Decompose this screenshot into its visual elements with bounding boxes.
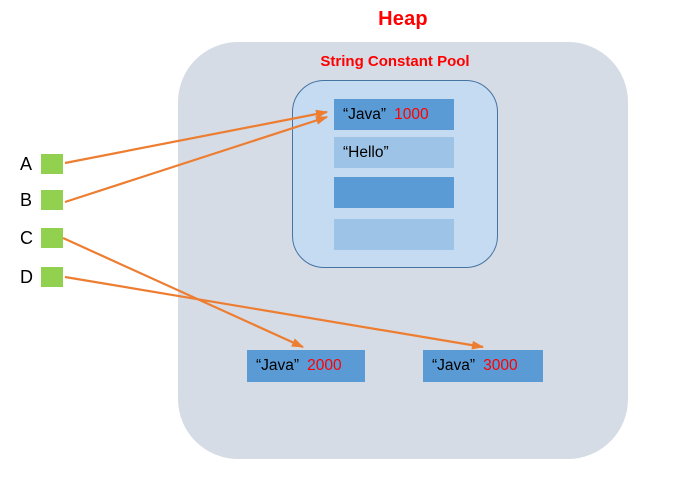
- variable-box-a: [41, 154, 63, 174]
- string-constant-pool-label: String Constant Pool: [320, 53, 470, 70]
- heap-object-java-3000: “Java” 3000: [423, 350, 543, 382]
- heap-title: Heap: [378, 8, 428, 30]
- string-literal: “Java”: [432, 357, 476, 374]
- variable-box-b: [41, 190, 63, 210]
- variable-box-d: [41, 267, 63, 287]
- pool-slot-java-1000: “Java” 1000: [334, 99, 454, 130]
- variable-label-c: C: [20, 228, 33, 248]
- pool-slot-empty-2: [334, 219, 454, 250]
- heap-object-java-2000: “Java” 2000: [247, 350, 365, 382]
- pool-slot-hello: “Hello”: [334, 137, 454, 168]
- pool-slot-empty-1: [334, 177, 454, 208]
- string-literal: “Hello”: [343, 143, 389, 161]
- address-value: 2000: [307, 357, 342, 374]
- string-constant-pool-region: “Java” 1000 “Hello”: [292, 80, 498, 268]
- variable-label-a: A: [20, 154, 33, 174]
- address-value: 1000: [394, 105, 429, 123]
- variable-box-c: [41, 228, 63, 248]
- string-literal: “Java”: [256, 357, 300, 374]
- string-literal: “Java”: [343, 105, 387, 123]
- variable-label-d: D: [20, 267, 33, 287]
- address-value: 3000: [483, 357, 518, 374]
- variable-label-b: B: [20, 190, 33, 210]
